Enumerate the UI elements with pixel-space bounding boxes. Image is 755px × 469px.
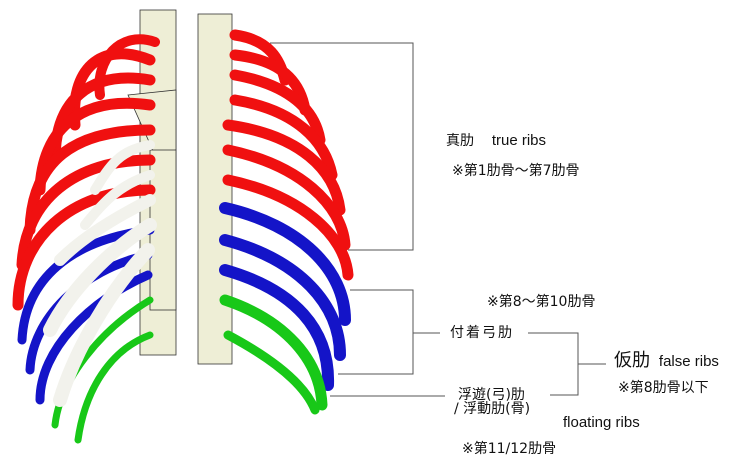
true-ribs-bracket <box>270 42 414 251</box>
floating-ribs-note: ※第11/12肋骨 <box>462 441 557 457</box>
false-ribs-en: false ribs <box>658 353 719 370</box>
attached-ribs-note: ※第8～第10肋骨 <box>487 294 596 310</box>
attached-ribs-label: 付着弓肋 <box>450 325 514 341</box>
false-ribs-label: 仮肋 false ribs <box>614 350 719 371</box>
true-ribs-note: ※第1肋骨～第7肋骨 <box>452 163 580 179</box>
thoracic-spine <box>197 13 233 365</box>
leader-lines <box>270 42 606 397</box>
false-ribs-ja: 仮肋 <box>614 350 650 371</box>
floating-ribs-ja-line1: 浮遊(弓)肋 <box>458 387 525 403</box>
anterior-ribs <box>12 34 160 444</box>
attached-ribs-bracket <box>338 289 414 375</box>
anterior-view <box>12 9 177 444</box>
floating-ribs-ja-line2: / 浮動肋(骨) <box>454 401 531 417</box>
false-ribs-note: ※第8肋骨以下 <box>618 380 709 396</box>
floating-ribs-ja-label: 浮遊(弓)肋 / 浮動肋(骨) <box>454 387 530 416</box>
posterior-ribs <box>219 29 354 415</box>
true-ribs-label: 真肋 true ribs <box>446 132 546 150</box>
true-ribs-ja: 真肋 <box>446 133 474 149</box>
floating-ribs-en: floating ribs <box>563 414 640 431</box>
true-ribs-en: true ribs <box>491 132 546 149</box>
false-ribs-bracket <box>528 332 579 396</box>
posterior-view <box>197 13 354 415</box>
